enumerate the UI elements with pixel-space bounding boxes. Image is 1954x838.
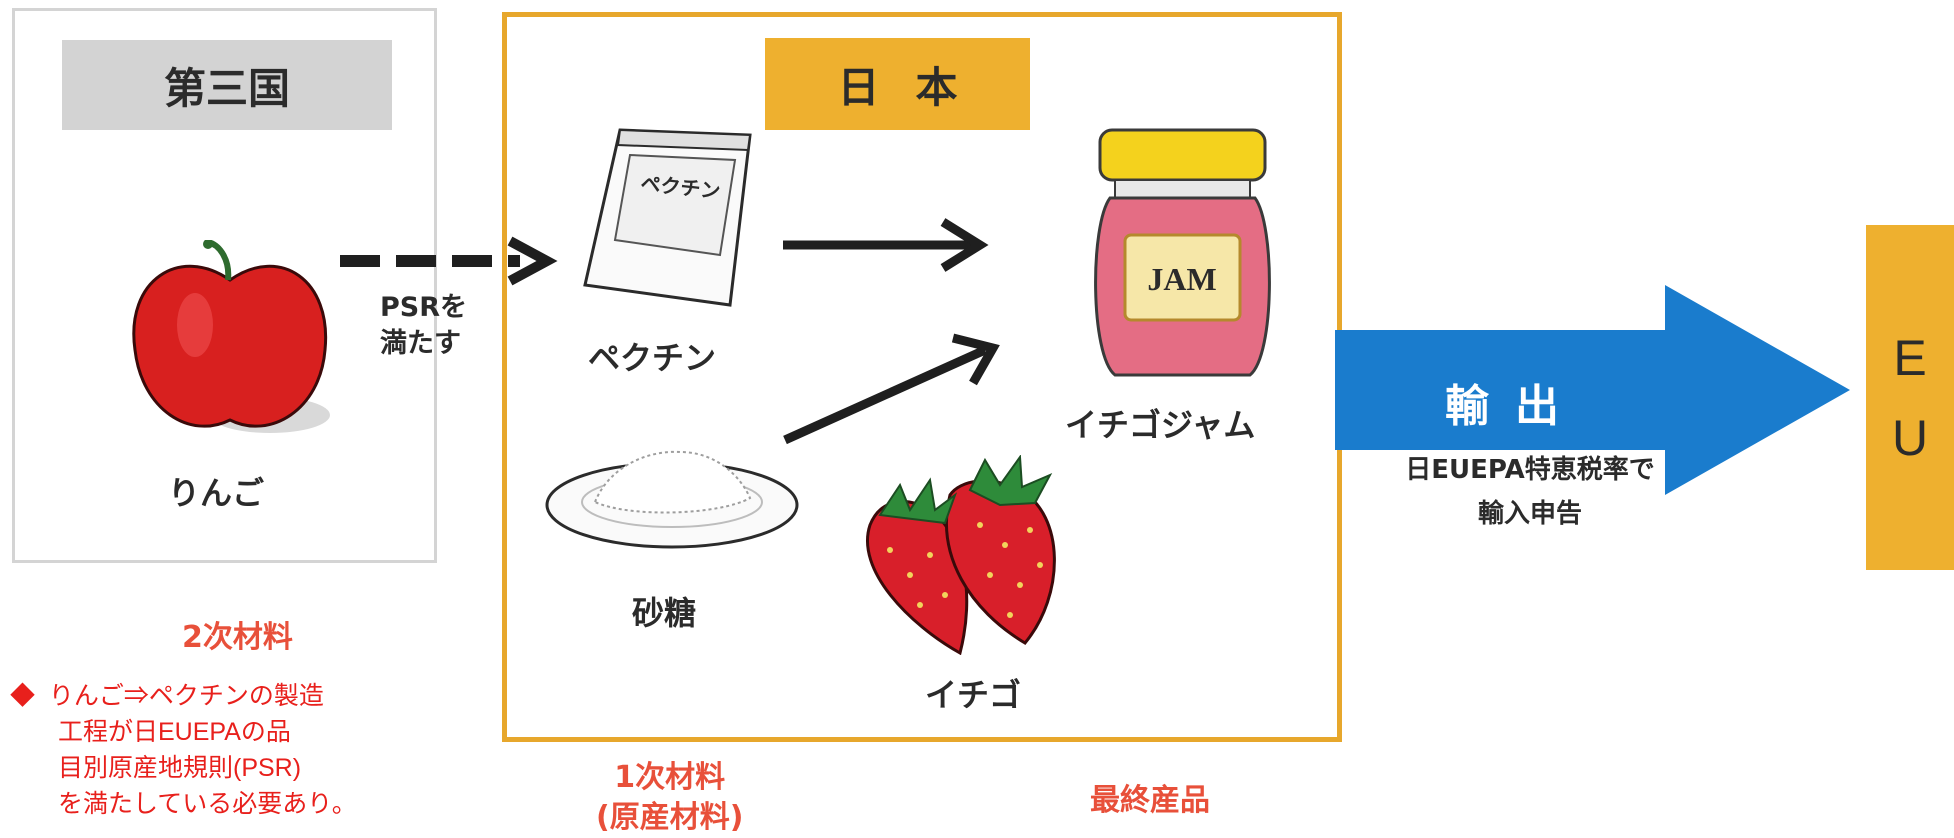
pectin-label: ペクチン [588,339,717,377]
sugar-label: 砂糖 [632,594,697,632]
tax-note-line1: 日EUEPA特恵税率で [1405,455,1655,485]
psr-note-line3: 目別原産地規則(PSR) [58,754,302,782]
psr-label-line1: PSRを [380,292,468,323]
third-country-panel [12,8,437,563]
final-product-label: 最終産品 [1090,783,1210,818]
psr-label-line2: 満たす [380,328,461,359]
diamond-bullet-icon: ◆ [10,682,36,710]
primary-material-line1: 1次材料 [614,760,726,795]
pectin-bag-icon: ペクチン [583,128,752,307]
secondary-material-label: 2次材料 [182,620,293,655]
psr-note-line1: ◆ りんご⇒ペクチンの製造 [10,678,357,714]
apple-icon [132,240,330,433]
jam-jar-text: JAM [1147,261,1216,297]
psr-note-text1: りんご⇒ペクチンの製造 [48,682,324,710]
export-arrow-icon [1335,285,1850,495]
psr-note-line2: 工程が日EUEPAの品 [58,718,291,746]
strawberry-label: イチゴ [925,676,1022,714]
eu-panel: E U [1866,225,1954,570]
psr-note-line4: を満たしている必要あり。 [58,790,357,818]
eu-letter-e: E [1893,329,1927,386]
japan-header: 日本 [765,38,1030,130]
psr-label: PSRを 満たす [380,290,467,362]
export-label: 輸出 [1445,381,1585,432]
tax-note: 日EUEPA特恵税率で 輸入申告 [1355,448,1705,536]
primary-material-label: 1次材料 (原産材料) [596,758,743,838]
jam-jar-icon: JAM [1094,128,1271,377]
psr-note: ◆ りんご⇒ペクチンの製造 工程が日EUEPAの品 目別原産地規則(PSR) を… [10,678,357,822]
tax-note-line2: 輸入申告 [1477,499,1582,529]
dashed-arrow-icon [340,236,558,286]
apple-label: りんご [168,474,265,512]
ingredient-arrows-icon [783,218,1000,445]
third-country-header: 第三国 [62,40,392,130]
eu-letter-u: U [1891,409,1929,466]
sugar-plate-icon [545,450,799,549]
primary-material-line2: (原産材料) [596,800,744,835]
jam-label: イチゴジャム [1065,406,1256,444]
strawberry-icon [866,455,1056,655]
